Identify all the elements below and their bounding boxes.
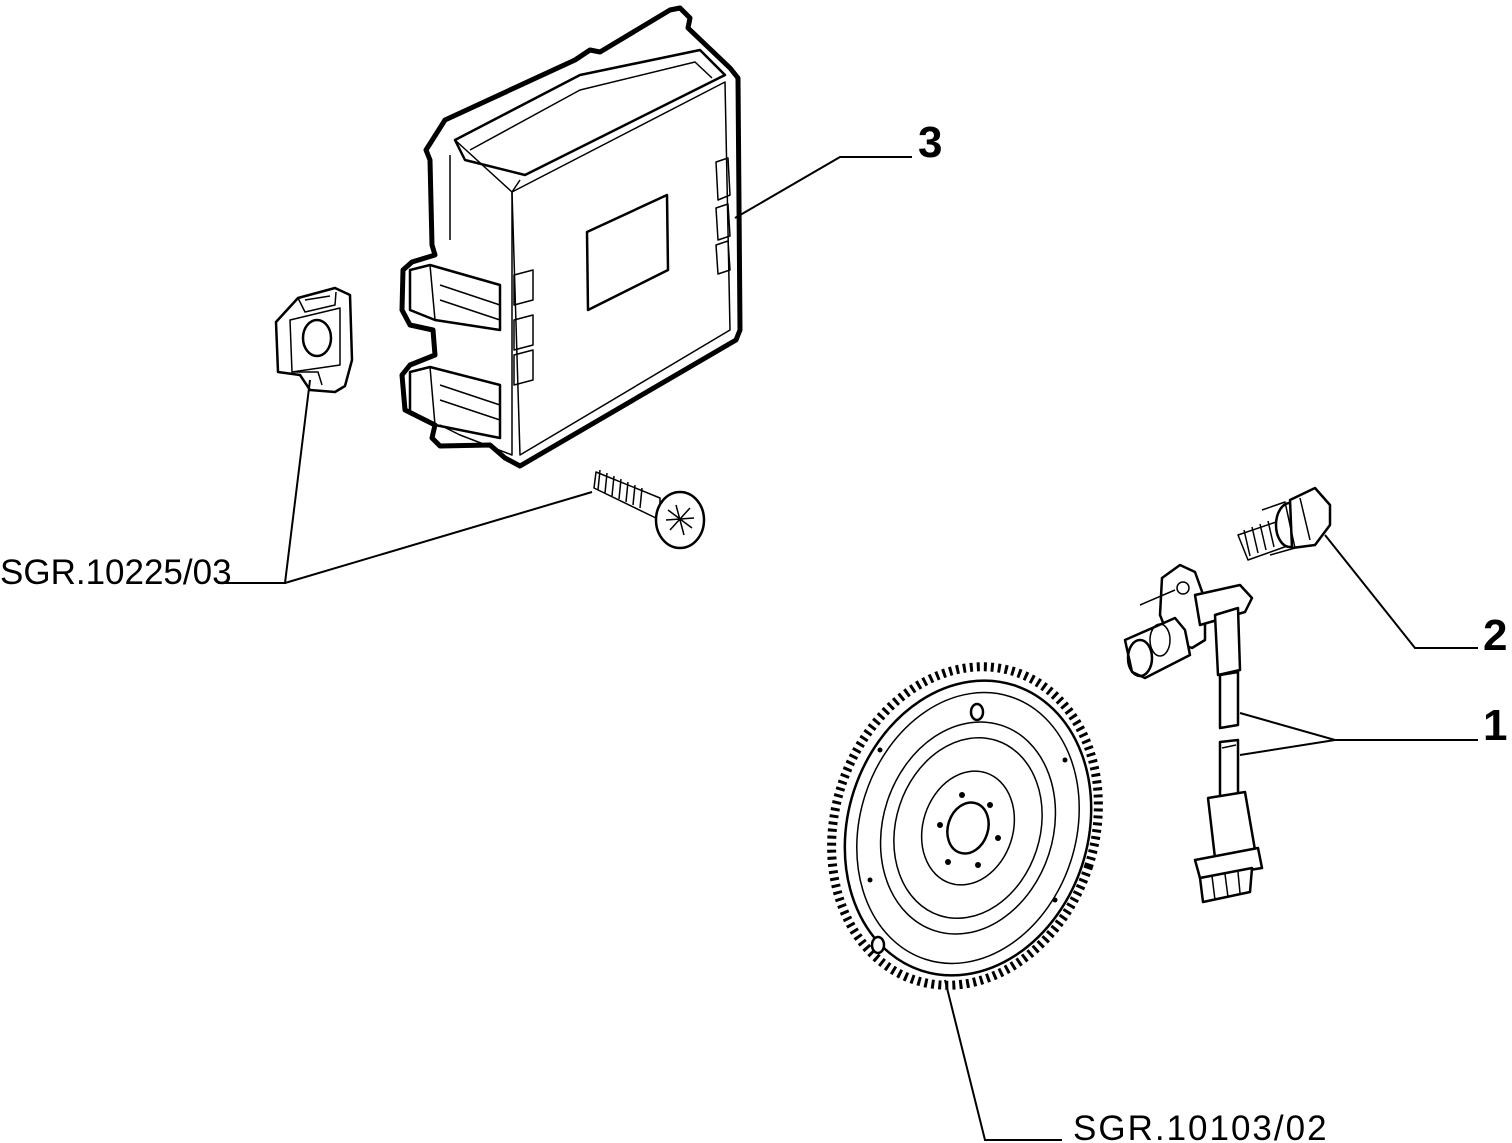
ref-flywheel: SGR.10103/02	[1073, 1109, 1329, 1143]
leader-part-1	[1239, 712, 1478, 756]
clip-nut-icon	[274, 286, 354, 394]
leader-flywheel	[944, 979, 1062, 1141]
callout-part-1: 1	[1483, 701, 1507, 750]
ecu-unit-icon	[399, 5, 743, 469]
ref-ecu-mount: SGR.10225/03	[0, 553, 232, 592]
leader-lines	[218, 156, 1478, 1141]
screw-icon	[593, 469, 706, 550]
leader-part-3	[734, 156, 912, 219]
callout-part-3: 3	[918, 118, 942, 167]
leader-ecu-mount	[218, 379, 593, 584]
callout-part-2: 2	[1483, 611, 1507, 660]
leader-part-2	[1324, 534, 1478, 649]
bolt-icon	[1237, 486, 1332, 561]
sensor-icon	[1123, 563, 1264, 904]
flywheel-icon	[827, 662, 1103, 990]
